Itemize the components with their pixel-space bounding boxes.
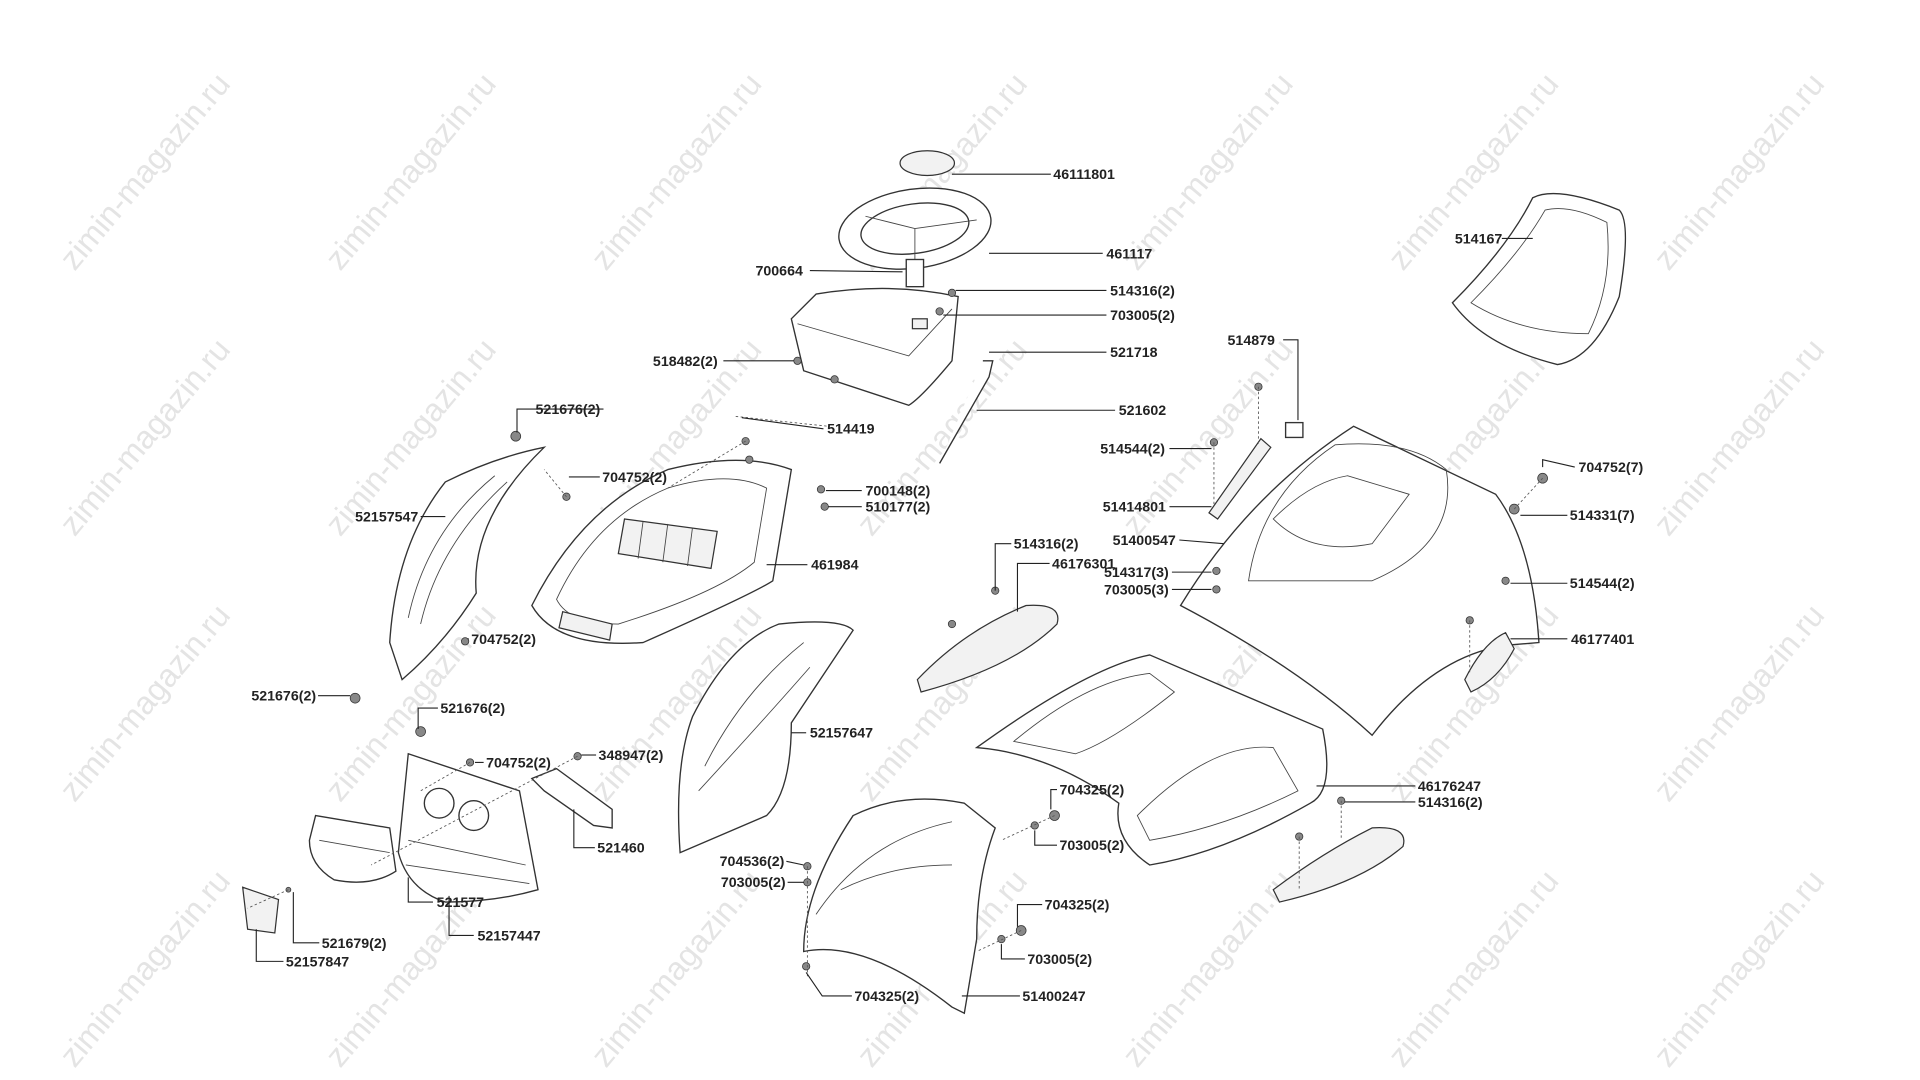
part-label: 51400547	[1113, 533, 1176, 549]
watermark-text: zimin-magazin.ru	[1115, 66, 1300, 276]
part-label: 704752(2)	[471, 632, 536, 648]
front-fender	[803, 798, 997, 1015]
watermark-text: zimin-magazin.ru	[52, 332, 237, 542]
part-label: 461984	[811, 558, 858, 574]
steering-wheel	[838, 150, 992, 288]
part-label: 52157447	[477, 928, 540, 944]
switch	[1284, 421, 1304, 439]
watermark-text: zimin-magazin.ru	[52, 66, 237, 276]
part-label: 46176247	[1418, 779, 1481, 795]
part-label: 700664	[755, 264, 802, 280]
part-label: 514544(2)	[1100, 442, 1165, 458]
part-label: 51400247	[1022, 989, 1085, 1005]
watermark-text: zimin-magazin.ru	[318, 66, 503, 276]
seat	[1451, 192, 1627, 366]
part-label: 46176301	[1052, 556, 1115, 572]
part-label: 514331(7)	[1570, 508, 1635, 524]
part-label: 704752(2)	[486, 755, 551, 771]
part-label: 704325(2)	[1059, 783, 1124, 799]
part-label: 703005(2)	[1027, 952, 1092, 968]
trim-strip	[1208, 437, 1272, 520]
part-label: 703005(2)	[721, 875, 786, 891]
part-label: 704536(2)	[720, 854, 785, 870]
watermark-text: zimin-magazin.ru	[584, 863, 769, 1073]
assembly-lines	[247, 386, 1543, 977]
bracket	[530, 767, 613, 829]
fender-cover	[1464, 631, 1515, 693]
part-label: 46111801	[1053, 167, 1115, 183]
part-label: 514419	[827, 422, 874, 438]
part-label: 514317(3)	[1104, 565, 1169, 581]
part-label: 521602	[1119, 403, 1166, 419]
watermark-text: zimin-magazin.ru	[52, 597, 237, 807]
watermark-text: zimin-magazin.ru	[1115, 863, 1300, 1073]
hood	[531, 459, 793, 644]
leader-lines	[255, 173, 1575, 997]
part-label: 461117	[1106, 246, 1152, 262]
part-label: 514316(2)	[1418, 795, 1483, 811]
part-label: 514316(2)	[1110, 283, 1175, 299]
part-label: 703005(3)	[1104, 582, 1169, 598]
headlight-lens	[308, 814, 397, 883]
center-side-panel	[677, 621, 854, 854]
footrest-body	[974, 654, 1328, 866]
watermark-text: zimin-magazin.ru	[584, 66, 769, 276]
footplate-right	[1272, 827, 1405, 903]
part-label: 514167	[1455, 231, 1502, 247]
part-label: 704752(2)	[602, 470, 667, 486]
part-label: 46177401	[1571, 632, 1634, 648]
part-label: 514879	[1228, 333, 1275, 349]
part-label: 703005(2)	[1110, 308, 1175, 324]
part-label: 521676(2)	[440, 701, 505, 717]
part-labels: 46111801 461117 700664 514316(2) 703005(…	[251, 167, 1643, 1005]
part-label: 348947(2)	[599, 748, 664, 764]
part-label: 700148(2)	[865, 484, 930, 500]
part-label: 52157547	[355, 509, 418, 525]
watermark-text: zimin-magazin.ru	[1381, 863, 1566, 1073]
front-trim	[241, 886, 280, 934]
left-side-panel	[389, 446, 547, 681]
part-label: 521577	[437, 895, 484, 911]
rear-body	[1179, 425, 1540, 737]
watermark-text: zimin-magazin.ru	[1646, 597, 1831, 807]
part-label: 704325(2)	[854, 989, 919, 1005]
part-label: 521676(2)	[251, 689, 316, 705]
part-label: 514316(2)	[1014, 537, 1079, 553]
watermark-text: zimin-magazin.ru	[1646, 863, 1831, 1073]
part-label: 52157847	[286, 954, 349, 970]
part-label: 704752(7)	[1578, 460, 1643, 476]
watermark-text: zimin-magazin.ru	[1646, 332, 1831, 542]
part-label: 521676(2)	[536, 402, 601, 418]
part-label: 704325(2)	[1045, 897, 1110, 913]
part-label: 51414801	[1103, 500, 1166, 516]
part-label: 521679(2)	[322, 936, 387, 952]
part-label: 521718	[1110, 345, 1157, 361]
part-label: 52157647	[810, 726, 873, 742]
footplate-left	[916, 604, 1059, 693]
watermark-text: zimin-magazin.ru	[52, 863, 237, 1073]
part-label: 510177(2)	[865, 500, 930, 516]
front-grille	[397, 752, 539, 903]
part-label: 514544(2)	[1570, 576, 1635, 592]
part-label: 518482(2)	[653, 354, 718, 370]
part-label: 703005(2)	[1059, 838, 1124, 854]
watermark-text: zimin-magazin.ru	[1646, 66, 1831, 276]
part-label: 521460	[597, 841, 644, 857]
